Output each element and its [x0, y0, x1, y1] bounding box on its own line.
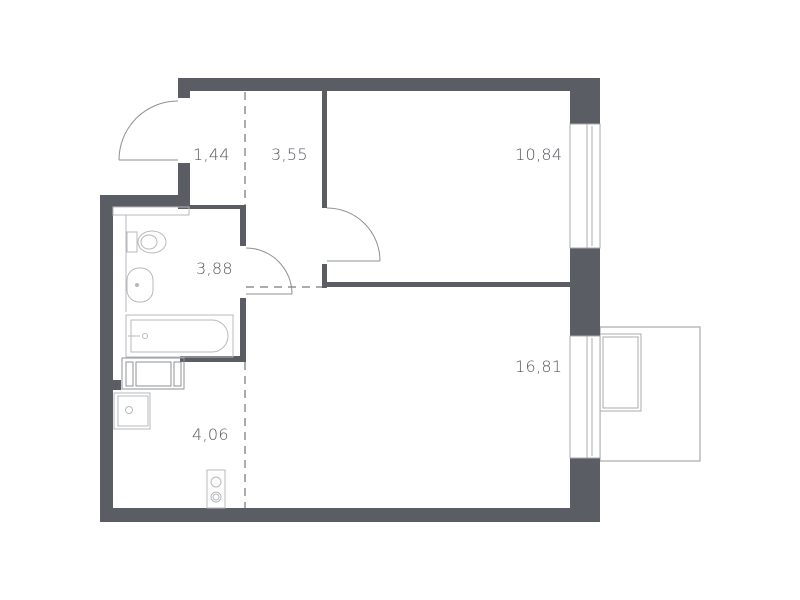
area-label-hallway: 3,55: [271, 145, 308, 164]
area-label-vestibule: 1,44: [193, 145, 230, 164]
kitchen-sink-icon: [113, 392, 151, 430]
windows: [569, 123, 601, 459]
zone-dividers: [244, 92, 322, 508]
sink-icon: [126, 267, 154, 303]
bathtub-icon: [125, 314, 234, 358]
balcony: [599, 326, 701, 462]
doors: [118, 100, 381, 295]
kitchen-fixtures: [113, 392, 226, 509]
area-label-bathroom: 3,88: [196, 259, 233, 278]
area-label-bedroom: 10,84: [515, 145, 563, 164]
washer-icon: [121, 357, 185, 390]
walls: [100, 78, 600, 522]
area-label-living-room: 16,81: [515, 357, 563, 376]
toilet-icon: [126, 230, 167, 254]
stove-icon: [206, 469, 226, 509]
bathroom-fixtures: [112, 206, 234, 390]
area-label-kitchen: 4,06: [192, 425, 229, 444]
